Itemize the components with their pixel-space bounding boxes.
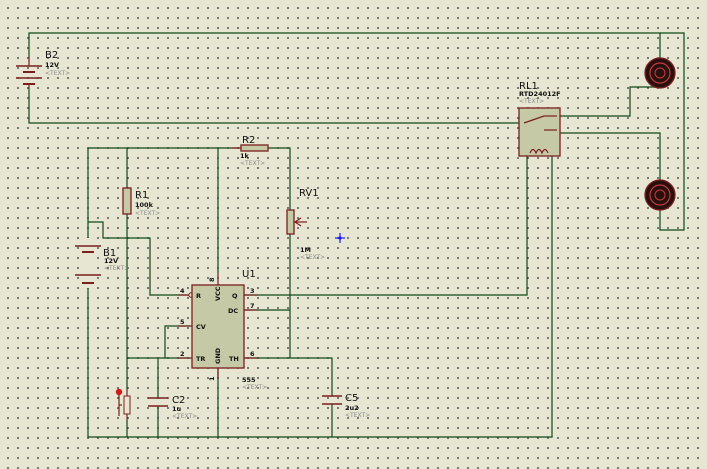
- wire: [28, 88, 522, 124]
- wire: [164, 325, 190, 358]
- b2-value: 12V: [45, 61, 59, 69]
- r2-text: <TEXT>: [240, 160, 265, 167]
- u1-pin-gnd: GND: [214, 347, 222, 364]
- u1-pin-cv: CV: [196, 323, 206, 331]
- push-button[interactable]: [115, 388, 131, 420]
- wire: [28, 32, 661, 60]
- u1-pin-num-3: 3: [250, 287, 255, 295]
- rv1-ref: RV1: [299, 188, 319, 199]
- battery-b2[interactable]: [16, 57, 42, 88]
- lamp-top[interactable]: [644, 57, 676, 89]
- resistor-r1[interactable]: [122, 187, 132, 215]
- rl1-ref: RL1: [519, 81, 538, 92]
- wire-network: [28, 32, 685, 438]
- c2-value: 1u: [172, 405, 182, 413]
- timer-ic-u1[interactable]: [178, 273, 258, 378]
- wire: [87, 148, 553, 438]
- u1-pin-num-1: 1: [208, 376, 216, 381]
- r2-value: 1k: [240, 152, 250, 160]
- r1-value: 100k: [135, 201, 154, 209]
- u1-pin-num-4: 4: [180, 287, 185, 295]
- capacitor-c5[interactable]: [322, 395, 342, 405]
- rv1-text: <TEXT>: [300, 254, 325, 261]
- wire: [557, 85, 661, 117]
- c5-ref: C5: [345, 393, 358, 404]
- b2-ref: B2: [45, 50, 58, 61]
- lamp-bottom[interactable]: [644, 179, 676, 211]
- u1-ref: U1: [242, 269, 256, 280]
- relay-rl1[interactable]: [518, 107, 561, 157]
- u1-pin-dc: DC: [228, 307, 238, 315]
- u1-pin-num-6: 6: [250, 350, 255, 358]
- b1-ref: B1: [103, 248, 116, 259]
- u1-pin-num-7: 7: [250, 302, 255, 310]
- wire: [268, 147, 291, 210]
- r1-text: <TEXT>: [135, 210, 160, 217]
- rl1-value: RTD24012F: [519, 90, 561, 98]
- rl1-text: <TEXT>: [519, 98, 544, 105]
- c2-text: <TEXT>: [172, 413, 197, 420]
- wire: [244, 357, 333, 396]
- u1-pin-th: TH: [229, 355, 239, 363]
- b2-text: <TEXT>: [45, 70, 70, 77]
- origin-marker-icon: [335, 233, 345, 243]
- button-actuator-icon[interactable]: [115, 388, 123, 396]
- capacitor-c2[interactable]: [148, 397, 168, 407]
- c5-text: <TEXT>: [345, 412, 370, 419]
- u1-value: 555: [242, 376, 256, 384]
- u1-pin-r: R: [196, 292, 201, 300]
- c2-ref: C2: [172, 395, 185, 406]
- b1-text: <TEXT>: [104, 265, 129, 272]
- wire: [557, 132, 661, 180]
- rv1-value: 1M: [300, 246, 311, 254]
- wire: [88, 221, 190, 296]
- u1-pin-q: Q: [232, 292, 238, 300]
- resistor-r2[interactable]: [232, 144, 269, 152]
- u1-text: <TEXT>: [242, 384, 267, 391]
- r1-ref: R1: [135, 190, 148, 201]
- c5-value: 2u2: [345, 404, 359, 412]
- u1-pin-vcc: VCC: [214, 286, 222, 301]
- u1-pin-tr: TR: [196, 355, 205, 363]
- battery-b1[interactable]: [75, 238, 101, 288]
- potentiometer-rv1[interactable]: [286, 209, 307, 235]
- r2-ref: R2: [242, 135, 255, 146]
- wire: [244, 156, 528, 296]
- u1-pin-num-8: 8: [208, 277, 216, 282]
- u1-pin-num-5: 5: [180, 318, 185, 326]
- u1-pin-num-2: 2: [180, 350, 185, 358]
- b1-value: 12V: [104, 257, 118, 265]
- wire: [659, 32, 685, 231]
